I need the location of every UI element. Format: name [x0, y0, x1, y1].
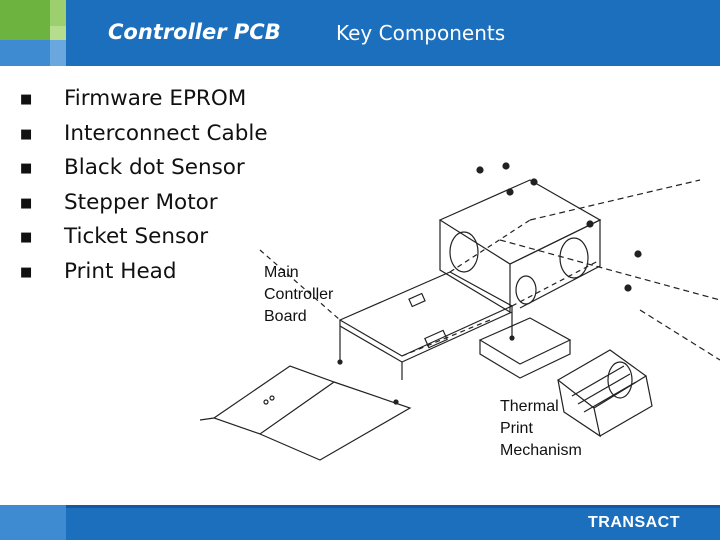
- list-item: ■Firmware EPROM: [20, 86, 247, 111]
- footer-corner-block: [0, 505, 66, 540]
- list-item: ■Print Head: [20, 258, 177, 284]
- corner-block-light-blue: [50, 40, 66, 66]
- list-item: ■Black dot Sensor: [20, 155, 245, 180]
- exploded-assembly-diagram: [200, 162, 720, 461]
- corner-block-light-green: [50, 0, 66, 26]
- footer-bar: TRANSACT: [0, 505, 720, 540]
- thermal-print-mechanism-label: Thermal Print Mechanism: [500, 398, 582, 459]
- component-list: ■Firmware EPROM ■Interconnect Cable ■Bla…: [20, 86, 268, 293]
- list-item: ■Ticket Sensor: [20, 224, 209, 249]
- square-bullet-icon: ■: [20, 230, 33, 245]
- footer-divider: [0, 505, 720, 508]
- square-bullet-icon: ■: [20, 126, 33, 142]
- square-bullet-icon: ■: [20, 264, 33, 280]
- brand-logo: TRANSACT: [588, 514, 680, 531]
- square-bullet-icon: ■: [20, 161, 33, 176]
- corner-block-blue: [0, 40, 50, 66]
- square-bullet-icon: ■: [20, 195, 33, 211]
- slide-title: Controller PCB: [108, 20, 281, 44]
- list-item: ■Stepper Motor: [20, 189, 218, 215]
- corner-block-pale-green: [50, 26, 66, 40]
- slide-subtitle: Key Components: [336, 21, 506, 45]
- main-controller-board-label: Main Controller Board: [264, 264, 334, 325]
- corner-block-green: [0, 0, 50, 40]
- square-bullet-icon: ■: [20, 92, 33, 107]
- list-item: ■Interconnect Cable: [20, 120, 268, 146]
- header-bar: Controller PCB Key Components: [0, 0, 720, 66]
